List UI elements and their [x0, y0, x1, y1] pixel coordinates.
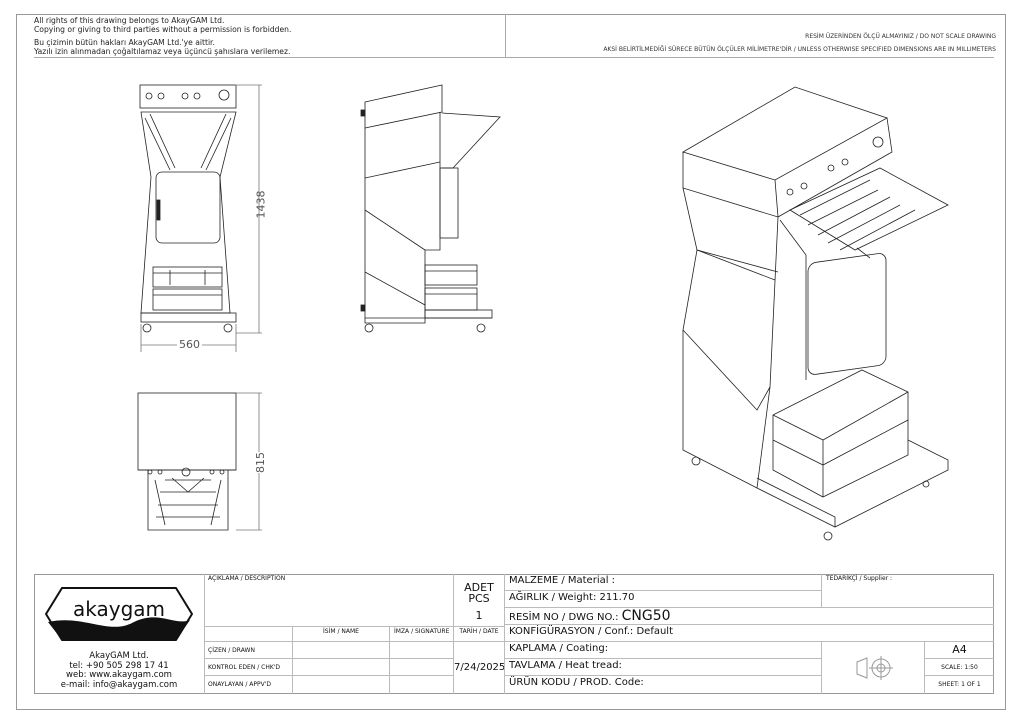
- notice-line: Yazılı izin alınmadan çoğaltılamaz veya …: [34, 46, 291, 56]
- header-divider-vertical: [505, 14, 506, 57]
- top-view: [137, 392, 262, 531]
- company-block: akaygam AkayGAM Ltd. tel: +90 505 298 17…: [34, 574, 205, 694]
- dwg-no-field: RESİM NO / DWG NO.: CNG50: [505, 608, 994, 625]
- date-header: TARİH / DATE: [454, 627, 505, 642]
- product-code-field: ÜRÜN KODU / PROD. Code:: [505, 676, 822, 694]
- dimension-depth: 815: [254, 452, 267, 473]
- coating-field: KAPLAMA / Coating:: [505, 642, 822, 659]
- weight-field: AĞIRLIK / Weight: 211.70: [505, 591, 822, 608]
- third-angle-projection-icon: [856, 656, 893, 680]
- isometric-view: [682, 86, 949, 541]
- pcs-value: 1: [475, 609, 483, 622]
- name-header: İSİM / NAME: [293, 627, 390, 642]
- description-field: AÇIKLAMA / DESCRIPTION: [204, 574, 454, 627]
- heat-treat-field: TAVLAMA / Heat tread:: [505, 659, 822, 676]
- approved-label: ONAYLAYAN / APPV'D: [204, 676, 293, 694]
- svg-text:akaygam: akaygam: [73, 597, 165, 621]
- notice-line: Bu çizimin bütün hakları AkayGAM Ltd.'ye…: [34, 38, 215, 47]
- approved-name-field[interactable]: [293, 676, 390, 694]
- supplier-field: TEDARİKÇİ / Supplier :: [822, 574, 994, 608]
- company-name: AkayGAM Ltd.: [89, 651, 149, 661]
- paper-size: A4: [925, 642, 994, 659]
- sheet-field: SHEET: 1 OF 1: [938, 681, 981, 688]
- checked-label: KONTROL EDEN / CHK'D: [204, 659, 293, 676]
- units-note: AKSİ BELİRTİLMEDİĞİ SÜRECE BÜTÜN ÖLÇÜLER…: [603, 46, 996, 53]
- drawn-signature-field[interactable]: [390, 642, 454, 659]
- front-view: [139, 84, 262, 352]
- header-divider: [34, 57, 994, 58]
- date-value: 7/24/2025: [454, 642, 505, 694]
- company-web[interactable]: web: www.akaygam.com: [66, 670, 172, 680]
- pcs-label-tr: ADET: [464, 581, 494, 594]
- pcs-field: ADET PCS 1: [454, 574, 505, 627]
- configuration-field: KONFİGÜRASYON / Conf.: Default: [505, 625, 994, 642]
- copyright-notice-en: All rights of this drawing belongs to Ak…: [34, 16, 292, 34]
- akaygam-logo: akaygam: [45, 587, 193, 641]
- checked-name-field[interactable]: [293, 659, 390, 676]
- title-block: [34, 574, 994, 694]
- signature-header: İMZA / SIGNATURE: [390, 627, 454, 642]
- scale-field: SCALE: 1:50: [925, 659, 994, 676]
- company-email[interactable]: e-mail: info@akaygam.com: [60, 679, 178, 690]
- drawn-label: ÇİZEN / DRAWN: [204, 642, 293, 659]
- company-phone: tel: +90 505 298 17 41: [69, 660, 169, 671]
- dimension-width: 560: [177, 338, 202, 351]
- side-view: [360, 84, 501, 333]
- dwg-no-value: CNG50: [621, 608, 671, 624]
- pcs-label-en: PCS: [468, 592, 490, 605]
- notice-line: Copying or giving to third parties witho…: [34, 24, 292, 34]
- checked-signature-field[interactable]: [390, 659, 454, 676]
- copyright-notice-tr: Bu çizimin bütün hakları AkayGAM Ltd.'ye…: [34, 38, 291, 56]
- dwg-no-label: RESİM NO / DWG NO.:: [509, 612, 619, 623]
- notice-line: All rights of this drawing belongs to Ak…: [34, 16, 225, 25]
- dimension-height: 1438: [254, 190, 268, 219]
- approved-signature-field[interactable]: [390, 676, 454, 694]
- header-blank: [204, 627, 293, 642]
- company-contact: AkayGAM Ltd. tel: +90 505 298 17 41 web:…: [34, 651, 204, 690]
- drawn-name-field[interactable]: [293, 642, 390, 659]
- material-field: MALZEME / Material :: [505, 574, 822, 591]
- scale-note: RESİM ÜZERİNDEN ÖLÇÜ ALMAYINIZ / DO NOT …: [805, 33, 996, 40]
- sheet-border: [16, 14, 1006, 710]
- projection-symbol-cell: [822, 642, 925, 694]
